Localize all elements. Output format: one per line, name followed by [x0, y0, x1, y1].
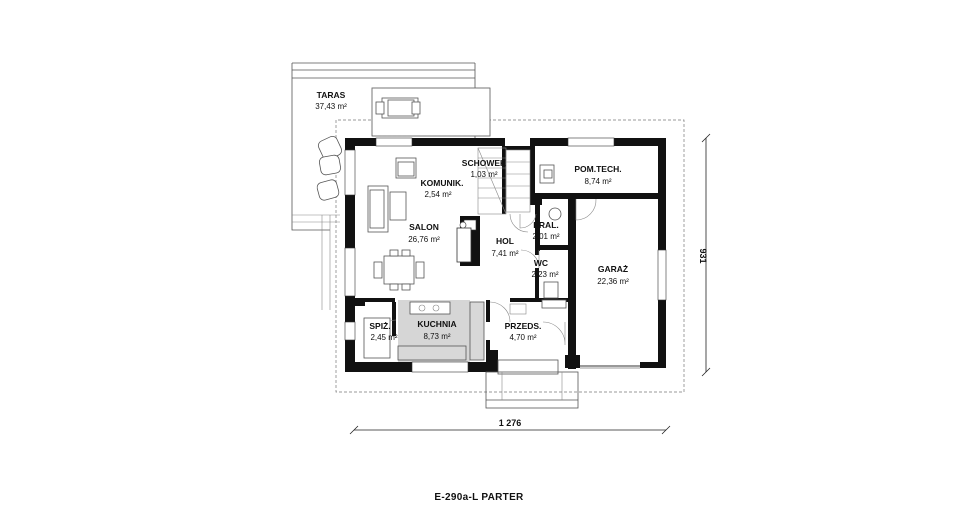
dimension-depth-label: 931 — [698, 248, 708, 263]
room-area-spiz: 2,45 m² — [370, 333, 397, 342]
dimension-width: 1 276 — [349, 418, 671, 435]
room-area-salon: 26,76 m² — [408, 235, 440, 244]
room-name-schowek: SCHOWEK — [462, 158, 507, 168]
room-name-komunik: KOMUNIK. — [421, 178, 464, 188]
room-area-kuchnia: 8,73 m² — [423, 332, 450, 341]
dimension-width-label: 1 276 — [499, 418, 522, 428]
entrance — [485, 359, 579, 409]
room-name-pral: PRAL. — [533, 220, 559, 230]
interior-walls — [355, 146, 658, 369]
room-name-pomtech: POM.TECH. — [574, 164, 621, 174]
room-labels: TARAS 37,43 m² KOMUNIK. 2,54 m² SCHOWEK … — [315, 90, 629, 342]
room-area-pomtech: 8,74 m² — [584, 177, 611, 186]
room-area-garaz: 22,36 m² — [597, 277, 629, 286]
room-name-hol: HOL — [496, 236, 514, 246]
windows — [344, 137, 667, 373]
room-name-garaz: GARAŻ — [598, 264, 628, 274]
room-area-pral: 2,01 m² — [532, 232, 559, 241]
terrace — [291, 62, 685, 393]
room-area-hol: 7,41 m² — [491, 249, 518, 258]
room-name-kuchnia: KUCHNIA — [417, 319, 456, 329]
room-name-spiz: SPIŻ. — [369, 321, 390, 331]
staircase — [477, 147, 531, 215]
room-area-wc: 2,23 m² — [531, 270, 558, 279]
room-name-taras: TARAS — [317, 90, 346, 100]
plan-caption: E-290a-L PARTER — [434, 492, 524, 503]
room-area-schowek: 1,03 m² — [470, 170, 497, 179]
dimension-depth: 931 — [698, 133, 711, 377]
room-name-salon: SALON — [409, 222, 439, 232]
room-name-wc: WC — [534, 258, 548, 268]
room-area-taras: 37,43 m² — [315, 102, 347, 111]
furniture — [363, 157, 567, 361]
room-area-przeds: 4,70 m² — [509, 333, 536, 342]
room-area-komunik: 2,54 m² — [424, 190, 451, 199]
room-name-przeds: PRZEDS. — [505, 321, 542, 331]
